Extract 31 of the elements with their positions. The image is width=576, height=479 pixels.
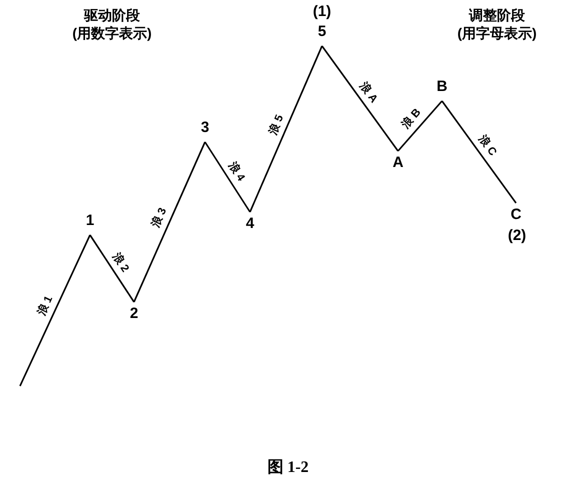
wave-point-label: B	[432, 79, 452, 94]
figure-caption: 图 1-2	[267, 458, 309, 478]
edge-label: 浪 C	[476, 134, 498, 158]
phase-heading: 调整阶段	[469, 8, 525, 22]
phase-heading: 驱动阶段	[84, 8, 140, 22]
wave-line	[321, 46, 399, 152]
wave-point-label: 3	[195, 120, 215, 135]
wave-line	[133, 142, 206, 302]
wave-line	[441, 100, 517, 204]
wave-line	[89, 234, 135, 302]
wave-line	[397, 100, 443, 152]
phase-heading: (用字母表示)	[457, 26, 537, 40]
edge-label: 浪 A	[357, 80, 379, 105]
wave-line	[249, 46, 323, 212]
phase-heading: (用数字表示)	[72, 26, 152, 40]
wave-degree-label: (1)	[312, 4, 332, 19]
wave-point-label: A	[388, 155, 408, 170]
edge-label: 浪 B	[401, 108, 424, 132]
wave-point-label: 4	[240, 216, 260, 231]
wave-point-label: 2	[124, 306, 144, 321]
wave-point-label: 1	[80, 213, 100, 228]
edge-label: 浪 2	[110, 252, 130, 274]
wave-line	[204, 142, 251, 212]
wave-point-label: C	[506, 207, 526, 222]
wave-degree-label: (2)	[508, 228, 526, 243]
wave-line	[19, 234, 91, 386]
edge-label: 浪 4	[226, 160, 246, 184]
edge-label: 浪 5	[268, 114, 286, 136]
edge-label: 浪 3	[151, 206, 170, 230]
wave-point-label: 5	[312, 24, 332, 39]
edge-label: 浪 1	[36, 294, 56, 318]
